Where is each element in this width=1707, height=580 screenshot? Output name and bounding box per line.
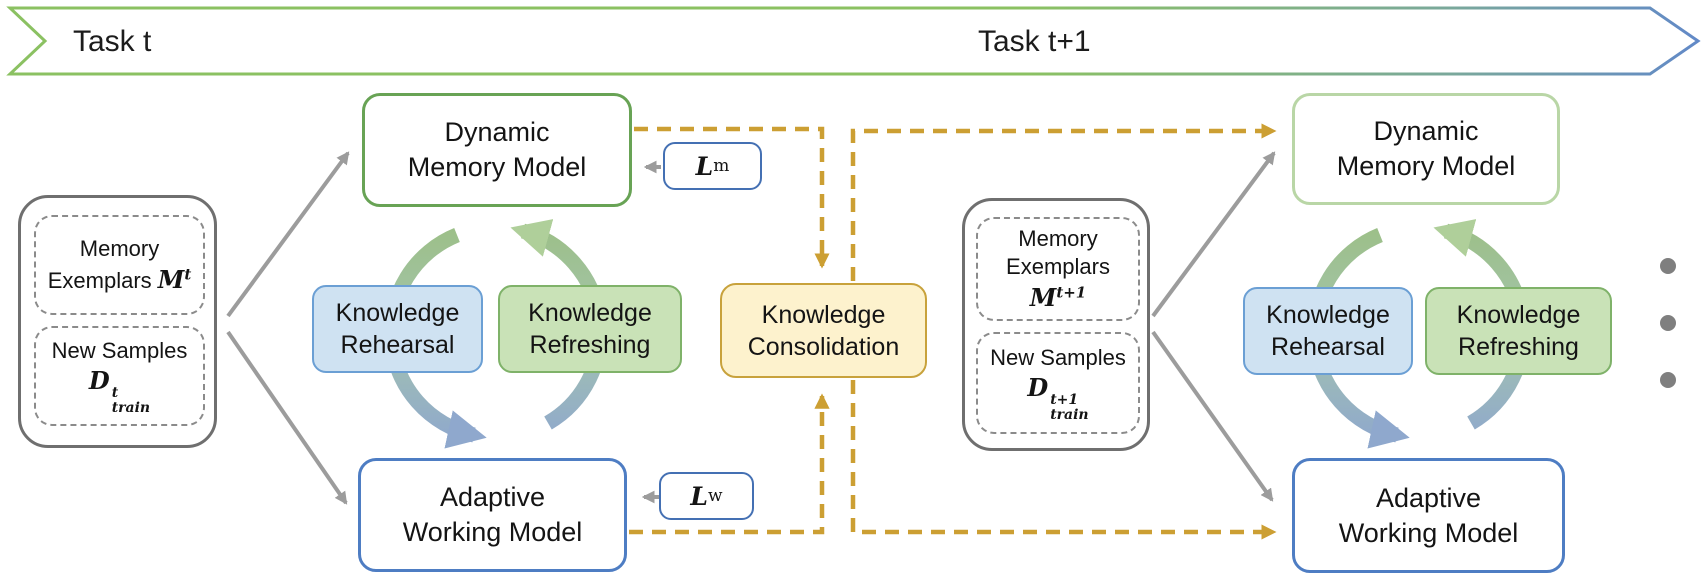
dynamic-memory-model-t: Dynamic Memory Model: [362, 93, 632, 207]
memory-loss-symbol: L: [695, 151, 714, 181]
memory-symbol: M: [157, 264, 185, 294]
knowledge-rehearsal-t: Knowledge Rehearsal: [312, 285, 483, 373]
task-t-plus-1-label: Task t+1: [978, 25, 1091, 58]
arrow-inputs-t-to-memory-model: [226, 151, 350, 318]
memory-exemplars-box-t: Memory Exemplars Mt: [34, 215, 205, 315]
samples-subscript: train: [1050, 406, 1089, 423]
arrow-inputs-t1-to-memory-model: [1151, 151, 1276, 318]
continuation-dot: [1660, 258, 1676, 274]
connector-working-t-to-consolidation: [629, 393, 830, 535]
samples-subscript: train: [111, 399, 151, 416]
arrow-inputs-t-to-working-model: [226, 330, 348, 505]
task-t-label: Task t: [73, 25, 152, 58]
connector-memory-t-to-consolidation: [634, 126, 830, 269]
knowledge-rehearsal-t1: Knowledge Rehearsal: [1243, 287, 1413, 375]
samples-superscript: t: [111, 385, 119, 402]
continuation-dots: [1660, 258, 1676, 388]
memory-exemplars-box-t1: Memory Exemplars Mt+1: [976, 217, 1140, 321]
samples-superscript: t+1: [1050, 392, 1079, 409]
adaptive-working-model-t1: Adaptive Working Model: [1292, 458, 1565, 573]
memory-superscript: t+1: [1056, 283, 1087, 302]
memory-exemplars-label: Memory: [79, 235, 160, 261]
memory-superscript: t: [184, 265, 192, 284]
knowledge-consolidation-box: Knowledge Consolidation: [720, 283, 927, 378]
new-samples-label: New Samples: [51, 337, 188, 363]
connector-consolidation-to-working-t1: [850, 380, 1277, 540]
task-banner: [6, 6, 1701, 76]
knowledge-refreshing-t1: Knowledge Refreshing: [1425, 287, 1612, 375]
continuation-dot: [1660, 315, 1676, 331]
new-samples-label: New Samples: [990, 344, 1126, 370]
dynamic-memory-model-t1: Dynamic Memory Model: [1292, 93, 1560, 205]
knowledge-refreshing-t: Knowledge Refreshing: [498, 285, 682, 373]
consolidation-connectors: [629, 123, 1277, 540]
working-loss-symbol: L: [690, 481, 708, 511]
memory-exemplars-label: Memory: [1018, 225, 1098, 251]
continuation-dot: [1660, 372, 1676, 388]
adaptive-working-model-t: Adaptive Working Model: [358, 458, 627, 572]
connector-consolidation-to-memory-t1: [850, 123, 1277, 281]
samples-symbol: D: [1027, 373, 1049, 403]
samples-symbol: D: [88, 366, 110, 396]
memory-symbol: M: [1029, 282, 1057, 312]
arrow-inputs-t1-to-working-model: [1151, 330, 1274, 502]
data-flow-arrows: [226, 151, 1276, 505]
